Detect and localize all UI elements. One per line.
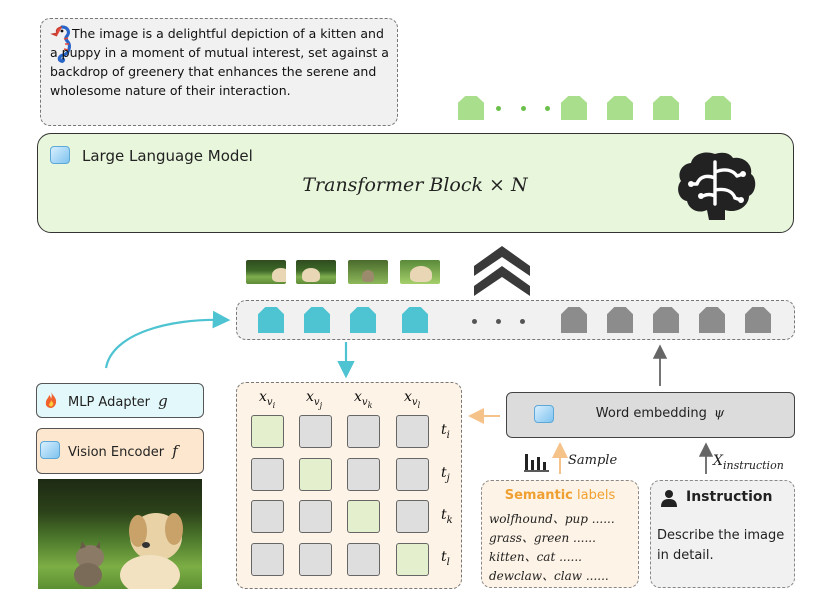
- matrix-cell: [396, 458, 429, 491]
- matrix-column-label: xvj: [306, 389, 323, 410]
- output-token: [607, 96, 633, 120]
- matrix-row-label: ti: [441, 422, 450, 441]
- caption-box: [40, 18, 398, 126]
- frozen-ice-icon: [50, 146, 70, 164]
- ellipsis-dot: [520, 319, 525, 324]
- matrix-column-label: xvi: [259, 389, 276, 410]
- output-token: [561, 96, 587, 120]
- matrix-cell: [347, 415, 380, 448]
- llm-title: Large Language Model: [82, 147, 253, 165]
- matrix-cell: [299, 543, 332, 576]
- visual-token: [402, 307, 428, 333]
- brain-icon: [678, 152, 756, 220]
- matrix-cell: [251, 458, 284, 491]
- matrix-cell: [347, 500, 380, 533]
- output-token: [458, 96, 484, 120]
- flame-trainable-icon: [45, 392, 57, 408]
- ellipsis-dot: [472, 319, 477, 324]
- matrix-row-label: tj: [441, 465, 450, 484]
- mlp-adapter-label: MLP Adapter g: [68, 392, 168, 410]
- word-embedding-symbol: ψ: [714, 406, 725, 421]
- visual-token: [258, 307, 284, 333]
- ellipsis-dot: [496, 319, 501, 324]
- ellipsis-dot: [545, 106, 550, 111]
- text-token: [745, 307, 771, 333]
- vision-encoder-label: Vision Encoder f: [68, 442, 178, 460]
- matrix-column-label: xvl: [404, 389, 421, 410]
- ellipsis-dot: [496, 106, 501, 111]
- instruction-text: Describe the image in detail.: [657, 528, 785, 563]
- frozen-ice-icon: [534, 405, 554, 423]
- text-token: [607, 307, 633, 333]
- person-icon: [661, 490, 677, 507]
- instruction-title: Instruction: [686, 489, 773, 505]
- seahorse-logo-icon: [50, 25, 71, 63]
- sample-label: Sample: [568, 453, 618, 468]
- bar-chart-icon: [524, 454, 549, 472]
- text-token: [699, 307, 725, 333]
- mlp-adapter-symbol: g: [158, 392, 168, 410]
- x-instruction-label: Xinstruction: [713, 453, 784, 472]
- matrix-cell: [347, 458, 380, 491]
- semantic-label-line: kitten、cat ......: [489, 550, 582, 564]
- text-token: [561, 307, 587, 333]
- word-embedding-block: [506, 392, 795, 438]
- image-patch-thumbnail: [348, 260, 388, 284]
- matrix-cell: [396, 415, 429, 448]
- matrix-cell: [251, 543, 284, 576]
- matrix-cell: [299, 415, 332, 448]
- matrix-cell: [251, 500, 284, 533]
- matrix-cell: [299, 500, 332, 533]
- output-token: [705, 96, 731, 120]
- matrix-column-label: xvk: [354, 389, 373, 410]
- image-patch-thumbnail: [296, 260, 336, 284]
- llm-block: [37, 133, 794, 233]
- semantic-label-line: dewclaw、claw ......: [489, 569, 609, 583]
- semantic-labels-title: Semantic labels: [504, 488, 616, 503]
- word-embedding-label: Word embedding ψ: [595, 406, 725, 421]
- ellipsis-dot: [521, 106, 526, 111]
- matrix-cell: [396, 500, 429, 533]
- visual-token: [304, 307, 330, 333]
- semantic-labels-box: [481, 480, 639, 588]
- semantic-label-line: wolfhound、pup ......: [489, 512, 615, 526]
- frozen-ice-icon: [40, 441, 60, 459]
- transformer-block-label: Transformer Block × N: [302, 174, 528, 196]
- matrix-cell: [347, 543, 380, 576]
- caption-text: The image is a delightful depiction of a…: [50, 26, 389, 98]
- mlp-adapter: [36, 383, 204, 418]
- upward-chevrons-icon: [474, 246, 530, 296]
- visual-token: [350, 307, 376, 333]
- matrix-cell: [299, 458, 332, 491]
- semantic-label-line: grass、green ......: [489, 531, 596, 545]
- input-image-kitten-puppy: [38, 479, 202, 589]
- matrix-cell: [396, 543, 429, 576]
- matrix-cell: [251, 415, 284, 448]
- output-token: [653, 96, 679, 120]
- vision-encoder-symbol: f: [172, 442, 178, 460]
- image-patch-thumbnail: [246, 260, 286, 284]
- matrix-row-label: tl: [441, 549, 450, 568]
- text-token: [653, 307, 679, 333]
- matrix-row-label: tk: [441, 507, 453, 526]
- vision-encoder: [36, 428, 204, 474]
- image-patch-thumbnail: [400, 260, 440, 284]
- instruction-box: [650, 480, 795, 588]
